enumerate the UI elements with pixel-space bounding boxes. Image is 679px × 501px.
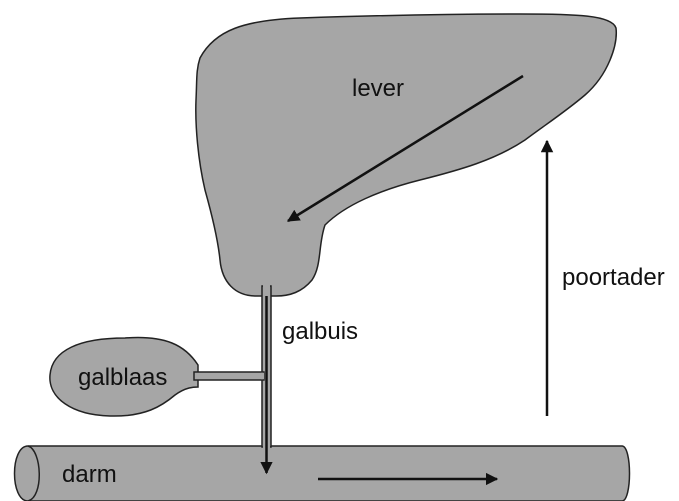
intestine-label: darm [62,461,117,488]
gallbladder-label: galblaas [78,364,167,391]
cystic-duct [194,372,264,380]
liver-shape [196,14,616,296]
liver-label: lever [352,75,404,102]
portal-vein-label: poortader [562,264,665,291]
bile-duct-label: galbuis [282,318,358,345]
